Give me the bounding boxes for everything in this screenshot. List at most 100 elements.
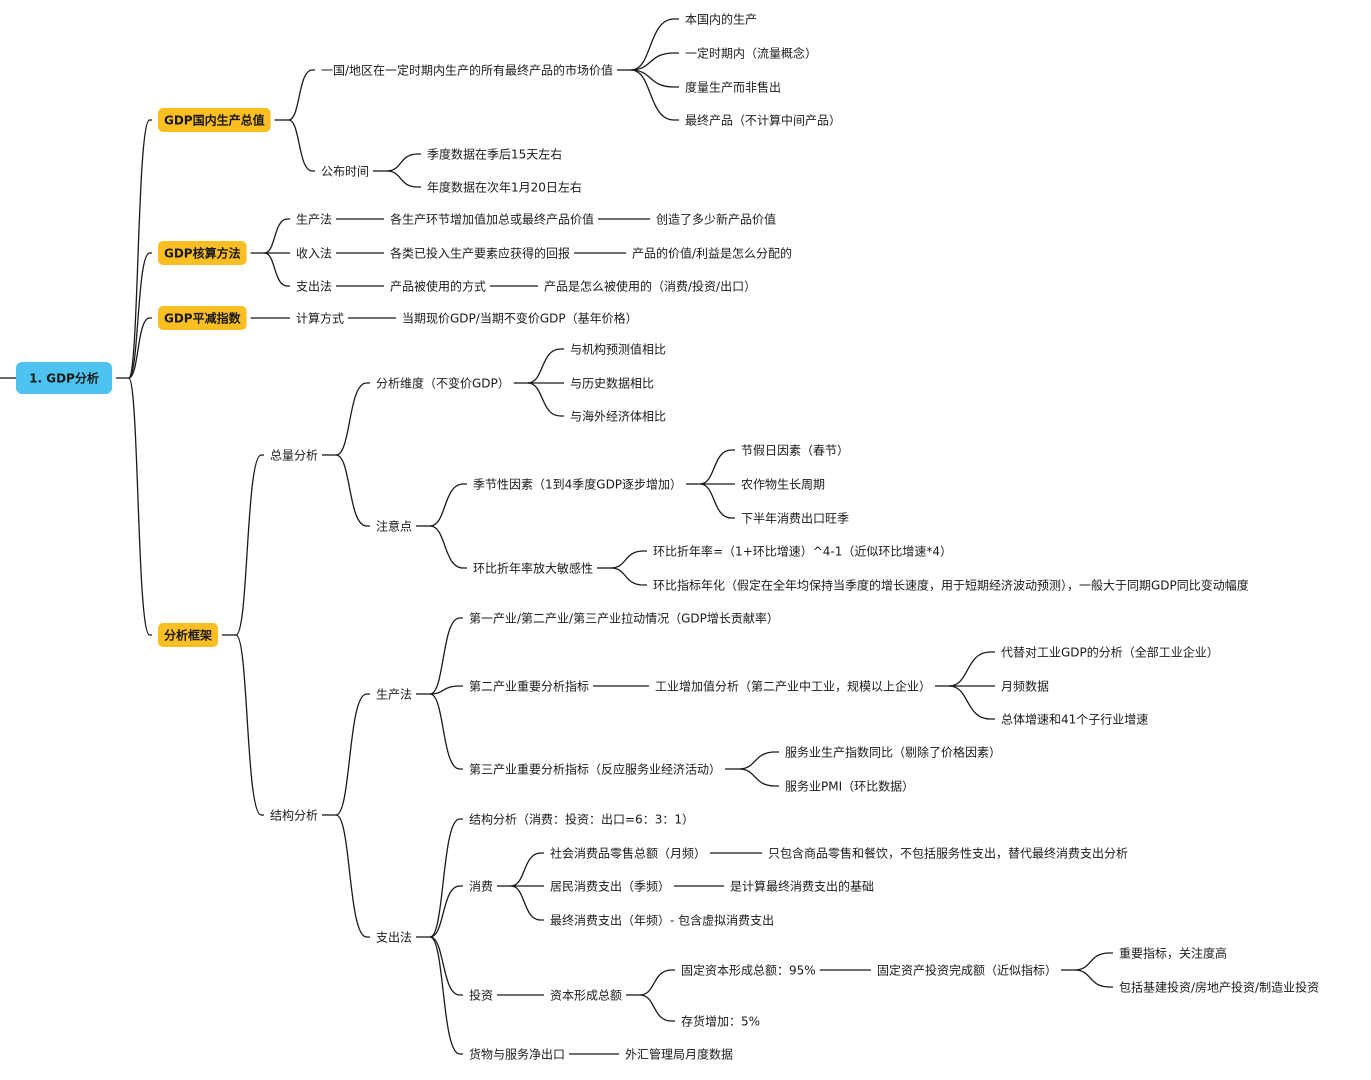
node-label: 下半年消费出口旺季 (741, 512, 849, 526)
node-c4-2-2-3-1[interactable]: 资本形成总额 (550, 989, 622, 1003)
node-c1-2-2[interactable]: 年度数据在次年1月20日左右 (427, 180, 582, 195)
node-c1-1-3[interactable]: 度量生产而非售出 (685, 80, 781, 95)
category-label: GDP平减指数 (164, 311, 242, 326)
connector-line (430, 685, 463, 695)
node-c4-2-2[interactable]: 支出法 (376, 931, 412, 945)
node-label: 环比指标年化（假定在全年均保持当季度的增长速度，用于短期经济波动预测），一般大于… (653, 578, 1249, 593)
node-c4-1-2[interactable]: 注意点 (376, 519, 412, 534)
node-c4-1-2-1-3[interactable]: 下半年消费出口旺季 (741, 512, 849, 526)
node-c4-1-2-1[interactable]: 季节性因素（1到4季度GDP逐步增加） (473, 477, 682, 492)
node-c2-2-1-1[interactable]: 产品的价值/利益是怎么分配的 (632, 246, 792, 261)
connector-line (386, 153, 421, 172)
node-c4[interactable]: 分析框架 (158, 623, 219, 647)
connector-line (335, 693, 370, 816)
node-c1-1-2[interactable]: 一定时期内（流量概念） (685, 46, 817, 61)
node-c2-2[interactable]: 收入法 (296, 247, 332, 261)
node-c1-1-1[interactable]: 本国内的生产 (685, 12, 757, 27)
node-c4-2-2-3-1-1[interactable]: 固定资本形成总额：95% (681, 963, 816, 978)
connector-line (948, 651, 995, 687)
node-label: 年度数据在次年1月20日左右 (427, 180, 582, 195)
node-c4-1-2-2[interactable]: 环比折年率放大敏感性 (473, 561, 593, 576)
root-node-label: 1. GDP分析 (29, 371, 99, 386)
connector-line (631, 52, 679, 71)
node-c4-2-2-2-1-1[interactable]: 只包含商品零售和餐饮，不包括服务性支出，替代最终消费支出分析 (768, 846, 1128, 861)
node-c4-1-2-2-1[interactable]: 环比折年率=（1+环比增速）^4-1（近似环比增速*4） (653, 544, 952, 559)
node-label: 公布时间 (321, 165, 369, 179)
node-c4-2-1-2-1-1[interactable]: 代替对工业GDP的分析（全部工业企业） (1001, 645, 1219, 660)
node-c4-1-1[interactable]: 分析维度（不变价GDP） (376, 376, 510, 391)
node-label: 本国内的生产 (685, 12, 757, 27)
node-label: 结构分析（消费：投资：出口=6：3：1） (469, 812, 694, 827)
node-c4-2-2-3[interactable]: 投资 (469, 988, 493, 1003)
node-root[interactable]: 1. GDP分析 (16, 362, 112, 394)
node-label: 总体增速和41个子行业增速 (1001, 713, 1148, 727)
node-label: 与历史数据相比 (570, 376, 654, 391)
node-c4-2-2-4[interactable]: 货物与服务净出口 (469, 1047, 565, 1062)
node-label: 注意点 (376, 519, 412, 534)
category-badge (158, 623, 219, 647)
mind-map-connectors (0, 18, 1113, 1055)
node-c4-2-2-3-1-2[interactable]: 存货增加：5% (681, 1014, 760, 1029)
node-c4-2-1[interactable]: 生产法 (376, 688, 412, 702)
node-c4-2-2-2-2-1[interactable]: 是计算最终消费支出的基础 (730, 879, 874, 894)
node-label: 各生产环节增加值加总或最终产品价值 (390, 212, 594, 227)
node-c2-1-1-1[interactable]: 创造了多少新产品价值 (656, 212, 776, 227)
node-label: 产品的价值/利益是怎么分配的 (632, 246, 792, 261)
node-c4-1[interactable]: 总量分析 (270, 449, 318, 463)
node-label: 工业增加值分析（第二产业中工业，规模以上企业） (655, 679, 931, 694)
node-c4-2-2-1[interactable]: 结构分析（消费：投资：出口=6：3：1） (469, 812, 694, 827)
node-c4-2-2-4-1[interactable]: 外汇管理局月度数据 (625, 1047, 733, 1062)
node-c1-1-4[interactable]: 最终产品（不计算中间产品） (685, 113, 841, 128)
connector-line (127, 377, 152, 636)
node-c4-1-2-1-2[interactable]: 农作物生长周期 (741, 478, 825, 492)
node-c4-2-1-1[interactable]: 第一产业/第二产业/第三产业拉动情况（GDP增长贡献率） (469, 611, 779, 626)
connector-line (948, 685, 995, 720)
node-label: 当期现价GDP/当期不变价GDP（基年价格） (402, 311, 638, 326)
node-c3-1[interactable]: 计算方式 (296, 311, 344, 326)
node-c2[interactable]: GDP核算方法 (158, 241, 247, 265)
node-c1-2[interactable]: 公布时间 (321, 165, 369, 179)
connector-line (429, 936, 463, 1055)
node-c4-1-1-1[interactable]: 与机构预测值相比 (570, 342, 666, 357)
node-c4-2-2-2[interactable]: 消费 (469, 880, 493, 894)
node-c4-2-1-2-1-3[interactable]: 总体增速和41个子行业增速 (1001, 713, 1148, 727)
node-c4-2-2-3-1-1-1[interactable]: 固定资产投资完成额（近似指标） (877, 963, 1057, 978)
node-c2-1[interactable]: 生产法 (296, 213, 332, 227)
node-c1-1[interactable]: 一国/地区在一定时期内生产的所有最终产品的市场价值 (321, 63, 613, 78)
node-c2-3[interactable]: 支出法 (296, 280, 332, 294)
node-c2-3-1[interactable]: 产品被使用的方式 (390, 279, 486, 294)
node-c4-2-2-2-1[interactable]: 社会消费品零售总额（月频） (550, 846, 706, 861)
node-c4-2-2-2-3[interactable]: 最终消费支出（年频）- 包含虚拟消费支出 (550, 913, 774, 928)
node-c4-1-1-3[interactable]: 与海外经济体相比 (570, 409, 666, 424)
node-c1-2-1[interactable]: 季度数据在季后15天左右 (427, 147, 562, 162)
node-c1[interactable]: GDP国内生产总值 (158, 108, 271, 132)
connector-line (610, 567, 647, 586)
node-c2-3-1-1[interactable]: 产品是怎么被使用的（消费/投资/出口） (544, 279, 756, 294)
node-label: 收入法 (296, 247, 332, 261)
node-c4-2-1-3-2[interactable]: 服务业PMI（环比数据） (785, 779, 914, 794)
connector-line (264, 218, 290, 254)
node-c3[interactable]: GDP平减指数 (158, 306, 247, 330)
node-c3-1-1[interactable]: 当期现价GDP/当期不变价GDP（基年价格） (402, 311, 638, 326)
category-badge (158, 108, 271, 132)
node-label: 分析维度（不变价GDP） (376, 376, 510, 391)
node-c4-2-2-2-2[interactable]: 居民消费支出（季频） (550, 880, 670, 894)
node-c4-2-1-3-1[interactable]: 服务业生产指数同比（剔除了价格因素） (785, 745, 1001, 760)
node-label: 生产法 (296, 213, 332, 227)
node-c4-1-1-2[interactable]: 与历史数据相比 (570, 376, 654, 391)
node-c2-1-1[interactable]: 各生产环节增加值加总或最终产品价值 (390, 212, 594, 227)
node-label: 季节性因素（1到4季度GDP逐步增加） (473, 477, 682, 492)
node-c4-1-2-2-2[interactable]: 环比指标年化（假定在全年均保持当季度的增长速度，用于短期经济波动预测），一般大于… (653, 578, 1249, 593)
node-c2-2-1[interactable]: 各类已投入生产要素应获得的回报 (390, 246, 570, 261)
node-c4-2-2-3-1-1-1-2[interactable]: 包括基建投资/房地产投资/制造业投资 (1119, 980, 1319, 995)
mind-map-nodes: 1. GDP分析 GDP国内生产总值 一国/地区在一定时期内生产的所有最终产品的市场… (16, 12, 1319, 1062)
node-c4-2-2-3-1-1-1-1[interactable]: 重要指标，关注度高 (1119, 946, 1227, 961)
node-c4-2-1-2-1[interactable]: 工业增加值分析（第二产业中工业，规模以上企业） (655, 679, 931, 694)
node-c4-2-1-3[interactable]: 第三产业重要分析指标（反应服务业经济活动） (469, 762, 721, 777)
connector-line (631, 69, 679, 88)
node-c4-2-1-2-1-2[interactable]: 月频数据 (1001, 679, 1049, 694)
node-c4-1-2-1-1[interactable]: 节假日因素（春节） (741, 444, 849, 458)
node-label: 环比折年率=（1+环比增速）^4-1（近似环比增速*4） (653, 544, 952, 559)
node-c4-2[interactable]: 结构分析 (270, 808, 318, 823)
node-c4-2-1-2[interactable]: 第二产业重要分析指标 (469, 679, 589, 694)
